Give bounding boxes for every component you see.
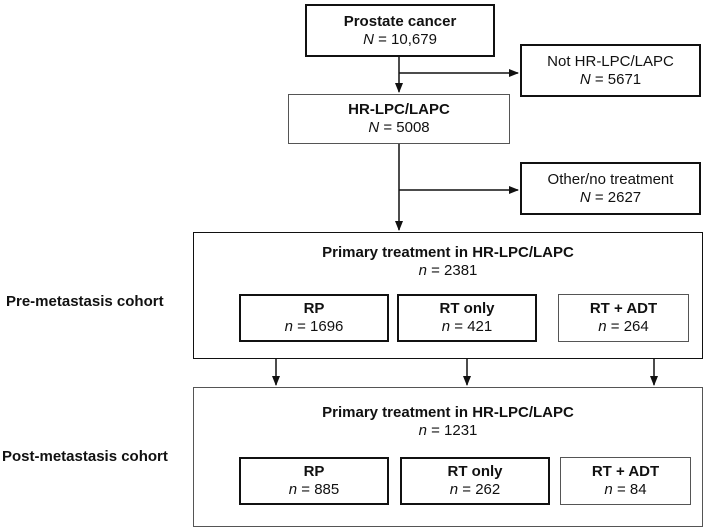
treatment-rt-adt: RT + ADT n = 84 xyxy=(560,457,691,505)
node-other-treatment: Other/no treatment N = 2627 xyxy=(520,162,701,215)
node-stat: N = 10,679 xyxy=(363,30,437,48)
node-label: Other/no treatment xyxy=(547,170,674,188)
node-label: HR-LPC/LAPC xyxy=(348,101,450,119)
node-stat: N = 5671 xyxy=(579,70,642,88)
node-prostate-cancer: Prostate cancer N = 10,679 xyxy=(305,4,495,57)
treatment-rt-adt: RT + ADT n = 264 xyxy=(558,294,689,342)
treatment-rt-only: RT only n = 421 xyxy=(397,294,537,342)
node-stat: N = 5008 xyxy=(368,119,430,136)
post-metastasis-container: Primary treatment in HR-LPC/LAPC n = 123… xyxy=(193,387,703,527)
treatment-rp: RP n = 885 xyxy=(239,457,389,505)
node-not-hr: Not HR-LPC/LAPC N = 5671 xyxy=(520,44,701,97)
node-label: Not HR-LPC/LAPC xyxy=(547,52,674,70)
node-hr-lpc-lapc: HR-LPC/LAPC N = 5008 xyxy=(288,94,510,144)
treatment-rt-only: RT only n = 262 xyxy=(400,457,550,505)
container-title: Primary treatment in HR-LPC/LAPC n = 123… xyxy=(322,404,574,439)
pre-cohort-label: Pre-metastasis cohort xyxy=(6,293,164,310)
node-label: Prostate cancer xyxy=(343,12,457,30)
container-title: Primary treatment in HR-LPC/LAPC n = 238… xyxy=(322,244,574,279)
treatment-rp: RP n = 1696 xyxy=(239,294,389,342)
pre-metastasis-container: Primary treatment in HR-LPC/LAPC n = 238… xyxy=(193,232,703,359)
node-stat: N = 2627 xyxy=(579,188,642,206)
post-cohort-label: Post-metastasis cohort xyxy=(2,448,168,465)
